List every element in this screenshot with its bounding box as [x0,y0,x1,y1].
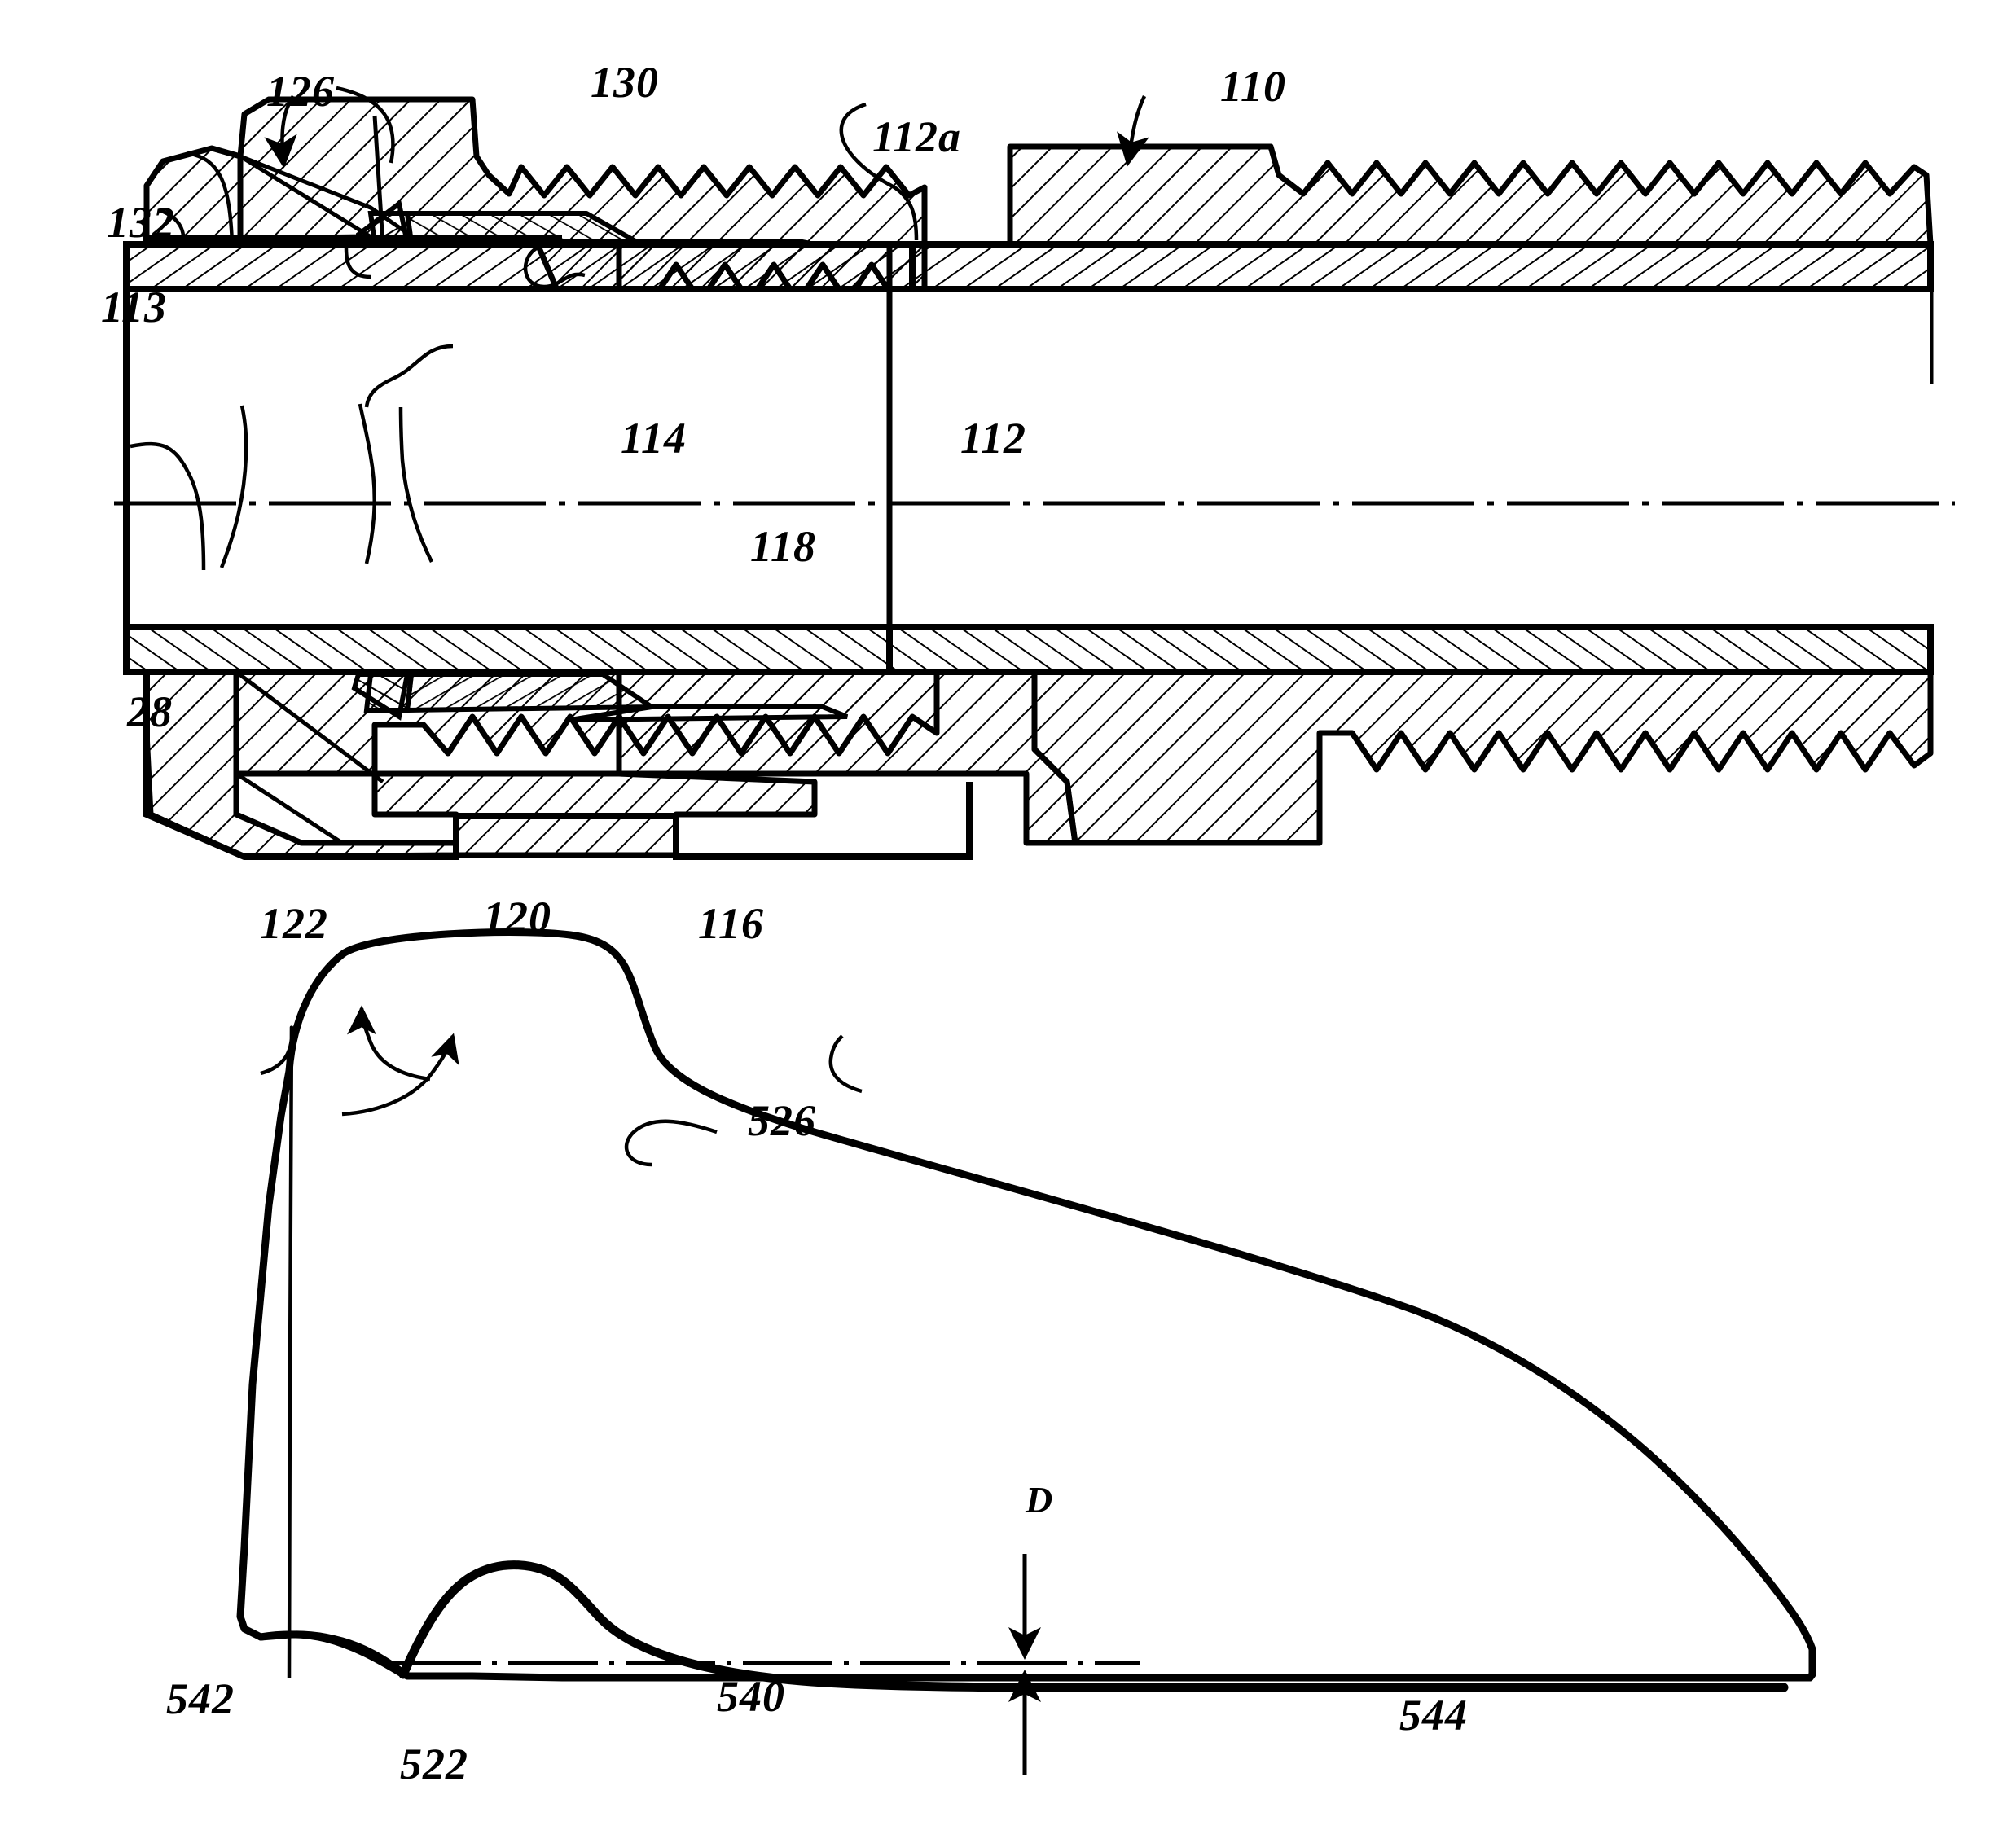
tube-bore [126,289,1930,627]
callout-130: 130 [591,58,659,107]
callout-28: 28 [127,687,173,736]
tube-wall-upper [123,241,1934,292]
callout-542: 542 [166,1674,235,1723]
callout-122: 122 [260,899,328,948]
callout-114: 114 [621,414,687,463]
callout-112a: 112a [872,112,962,161]
callout-D: D [1026,1479,1054,1520]
callout-118: 118 [750,522,817,571]
callout-544: 544 [1399,1691,1468,1740]
fitting-body-lower [616,669,1934,846]
ferrule-heel [257,1630,407,1678]
callout-110: 110 [1220,62,1287,111]
callout-112: 112 [960,414,1027,463]
ferrule-sealing-land [398,1560,1789,1692]
callout-120: 120 [483,893,551,941]
leader-lines-bottom [260,1005,863,1678]
fitting-cross-section [114,86,1955,860]
tube-wall-lower [123,624,1934,675]
callout-540: 540 [717,1672,785,1721]
ferrule-assembly-lower [351,672,849,722]
callout-526: 526 [748,1096,816,1145]
callout-522: 522 [400,1740,468,1788]
callout-113: 113 [101,283,168,331]
leader-lines-top [130,86,1149,571]
coupling-nut-lower [143,669,973,860]
ferrule-outline [236,928,1816,1682]
callout-132: 132 [107,198,175,247]
ferrule-profile-figure [236,928,1816,1775]
callout-126: 126 [266,67,335,116]
callout-116: 116 [698,899,765,948]
